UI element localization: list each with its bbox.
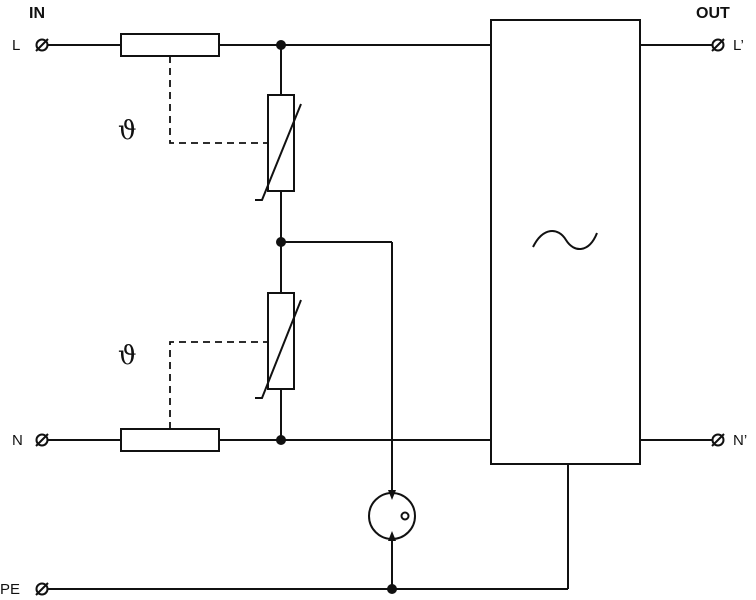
thermal-link-upper bbox=[169, 56, 268, 144]
varistor-upper bbox=[255, 94, 302, 201]
fuse-n bbox=[120, 428, 220, 452]
terminal-pe bbox=[35, 582, 49, 596]
filter-block bbox=[490, 19, 641, 465]
terminal-l-out bbox=[711, 38, 725, 52]
terminal-label-l: L bbox=[12, 37, 20, 54]
thermal-symbol-upper: ϑ bbox=[118, 116, 137, 146]
junction-l bbox=[276, 40, 286, 50]
terminal-l-in bbox=[35, 38, 49, 52]
sine-wave-icon bbox=[532, 230, 598, 250]
input-header: IN bbox=[29, 5, 45, 22]
output-header: OUT bbox=[696, 5, 730, 22]
terminal-n-in bbox=[35, 433, 49, 447]
fuse-l bbox=[120, 33, 220, 57]
terminal-label-n: N bbox=[12, 432, 23, 449]
gas-discharge-tube bbox=[368, 490, 416, 541]
line-pe-wiring bbox=[48, 464, 569, 590]
midpoint-to-gap-wiring bbox=[281, 241, 393, 589]
thermal-link-lower bbox=[169, 341, 268, 429]
terminal-label-n-out: N’ bbox=[733, 432, 747, 449]
terminal-label-l-out: L’ bbox=[733, 37, 744, 54]
junction-n bbox=[276, 435, 286, 445]
terminal-label-pe: PE bbox=[0, 581, 20, 598]
varistor-lower bbox=[255, 292, 302, 399]
thermal-symbol-lower: ϑ bbox=[118, 341, 137, 371]
terminal-n-out bbox=[711, 433, 725, 447]
